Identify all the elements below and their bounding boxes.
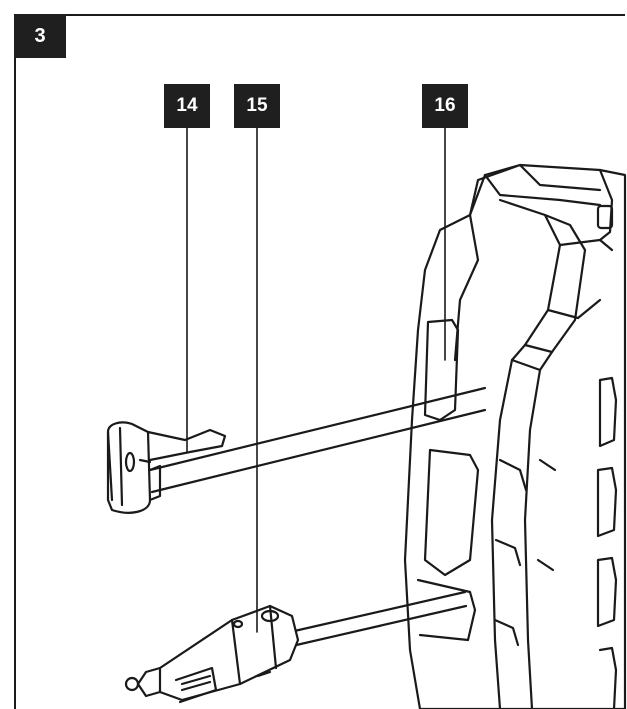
figure-number: 3 xyxy=(14,14,66,58)
figure-frame xyxy=(14,14,625,709)
valve-connector xyxy=(106,421,227,514)
callout-16: 16 xyxy=(422,84,468,128)
callout-15: 15 xyxy=(234,84,280,128)
air-hose xyxy=(148,386,487,494)
power-cable xyxy=(288,590,468,648)
leader-lines xyxy=(186,127,446,633)
device-housing xyxy=(403,163,627,709)
car-adapter-plug xyxy=(124,604,300,704)
callout-14: 14 xyxy=(164,84,210,128)
